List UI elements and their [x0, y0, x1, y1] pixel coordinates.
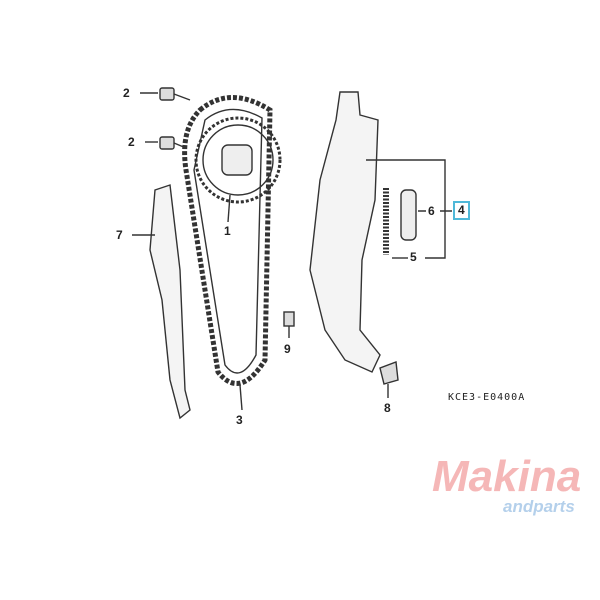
- pivot-bolt: [283, 311, 295, 338]
- cam-sprocket: [194, 116, 282, 204]
- part-label[interactable]: 6: [428, 204, 435, 218]
- part-label[interactable]: 2: [128, 135, 135, 149]
- watermark-sub: andparts: [503, 497, 575, 516]
- tensioner-pusher: [400, 189, 417, 241]
- washer: [379, 361, 399, 385]
- part-label[interactable]: 2: [123, 86, 130, 100]
- chain-guide: [149, 184, 191, 420]
- part-label[interactable]: 5: [410, 250, 417, 264]
- part-label[interactable]: 9: [284, 342, 291, 356]
- part-label[interactable]: 3: [236, 413, 243, 427]
- tensioner-arm: [309, 91, 381, 373]
- part-label-highlighted[interactable]: 4: [453, 201, 470, 220]
- diagram-code: KCE3-E0400A: [448, 392, 526, 403]
- bolt-lower: [159, 136, 187, 150]
- watermark-brand: Makina: [432, 452, 582, 501]
- bolt-upper: [159, 87, 191, 101]
- cam-chain: [182, 95, 273, 386]
- part-label[interactable]: 1: [224, 224, 231, 238]
- part-label[interactable]: 8: [384, 401, 391, 415]
- part-label[interactable]: 7: [116, 228, 123, 242]
